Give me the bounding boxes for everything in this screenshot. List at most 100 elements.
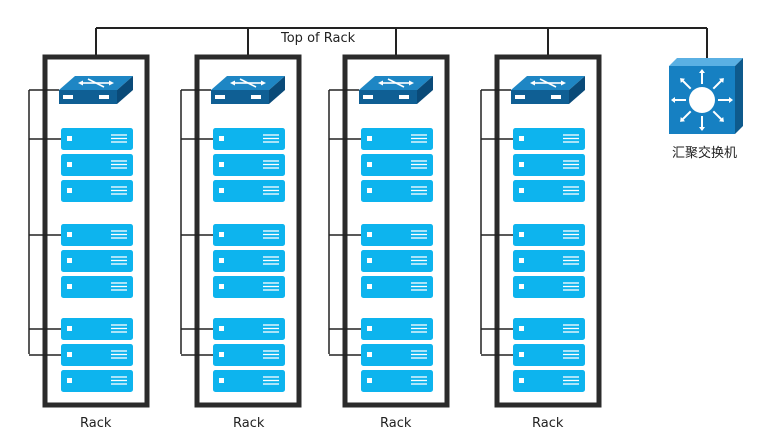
server-led [219, 136, 224, 141]
server-body [61, 224, 133, 246]
switch-arrow [395, 82, 405, 88]
switch-arrowhead [261, 80, 266, 86]
server-unit-icon [361, 128, 433, 150]
switch-front [59, 90, 117, 104]
switch-arrowhead [378, 80, 383, 86]
server-body [213, 250, 285, 272]
rack-1 [28, 54, 150, 408]
server-body [361, 128, 433, 150]
server-body [213, 224, 285, 246]
server-led [519, 188, 524, 193]
server-unit-icon [61, 344, 133, 366]
server-unit-icon [361, 224, 433, 246]
server-unit-icon [513, 224, 585, 246]
rack-1-label: Rack [80, 416, 112, 431]
switch-arrow [247, 82, 257, 88]
server-led [367, 326, 372, 331]
server-unit-icon [213, 250, 285, 272]
server-unit-icon [513, 318, 585, 340]
switch-arrow [387, 78, 397, 84]
server-led [367, 188, 372, 193]
server-led [519, 326, 524, 331]
server-unit-icon [361, 250, 433, 272]
agg-arrow [712, 110, 724, 122]
switch-arrowhead [78, 80, 83, 86]
server-led [219, 258, 224, 263]
server-led [519, 232, 524, 237]
server-led [519, 378, 524, 383]
server-body [61, 250, 133, 272]
server-body [361, 318, 433, 340]
rack-2 [180, 54, 302, 408]
server-body [213, 344, 285, 366]
switch-arrowhead [561, 80, 566, 86]
server-led [219, 352, 224, 357]
server-unit-icon [361, 276, 433, 298]
agg-arrowhead [729, 97, 733, 103]
server-body [213, 128, 285, 150]
switch-port [515, 95, 525, 99]
server-body [361, 370, 433, 392]
server-unit-icon [61, 224, 133, 246]
server-unit-icon [213, 154, 285, 176]
switch-arrowhead [409, 80, 414, 86]
switch-arrow [95, 82, 105, 88]
server-led [367, 162, 372, 167]
server-unit-icon [513, 180, 585, 202]
server-led [367, 352, 372, 357]
server-body [213, 154, 285, 176]
switch-side [269, 76, 285, 104]
server-led [67, 352, 72, 357]
switch-front [359, 90, 417, 104]
server-body [361, 224, 433, 246]
agg-core [689, 87, 715, 113]
server-led [519, 136, 524, 141]
server-unit-icon [361, 318, 433, 340]
agg-arrow [712, 78, 724, 90]
server-unit-icon [513, 128, 585, 150]
switch-arrow [547, 82, 557, 88]
server-unit-icon [361, 344, 433, 366]
server-body [61, 344, 133, 366]
server-unit-icon [213, 180, 285, 202]
server-body [513, 318, 585, 340]
network-switch-icon [211, 76, 285, 104]
server-led [219, 378, 224, 383]
server-led [219, 162, 224, 167]
server-led [67, 258, 72, 263]
server-body [61, 276, 133, 298]
agg-arrowhead [718, 78, 724, 84]
server-body [213, 370, 285, 392]
network-switch-icon [511, 76, 585, 104]
switch-port [251, 95, 261, 99]
server-body [61, 180, 133, 202]
agg-side [735, 58, 743, 134]
server-unit-icon [213, 276, 285, 298]
layer3-switch-icon [669, 58, 743, 134]
server-led [219, 326, 224, 331]
aggregation-switch-label: 汇聚交换机 [672, 146, 738, 161]
switch-port [399, 95, 409, 99]
server-led [67, 136, 72, 141]
server-led [519, 352, 524, 357]
server-led [219, 188, 224, 193]
server-unit-icon [213, 344, 285, 366]
server-unit-icon [61, 276, 133, 298]
server-unit-icon [61, 370, 133, 392]
rack-2-label: Rack [233, 416, 265, 431]
server-unit-icon [513, 250, 585, 272]
agg-arrowhead [718, 116, 724, 122]
server-unit-icon [513, 276, 585, 298]
rack-3 [328, 54, 450, 408]
switch-arrowhead [109, 80, 114, 86]
rack-4 [480, 54, 602, 408]
agg-top [669, 58, 743, 66]
server-led [67, 378, 72, 383]
server-body [61, 370, 133, 392]
switch-port [551, 95, 561, 99]
server-body [361, 276, 433, 298]
server-led [67, 162, 72, 167]
server-unit-icon [61, 250, 133, 272]
server-unit-icon [213, 128, 285, 150]
